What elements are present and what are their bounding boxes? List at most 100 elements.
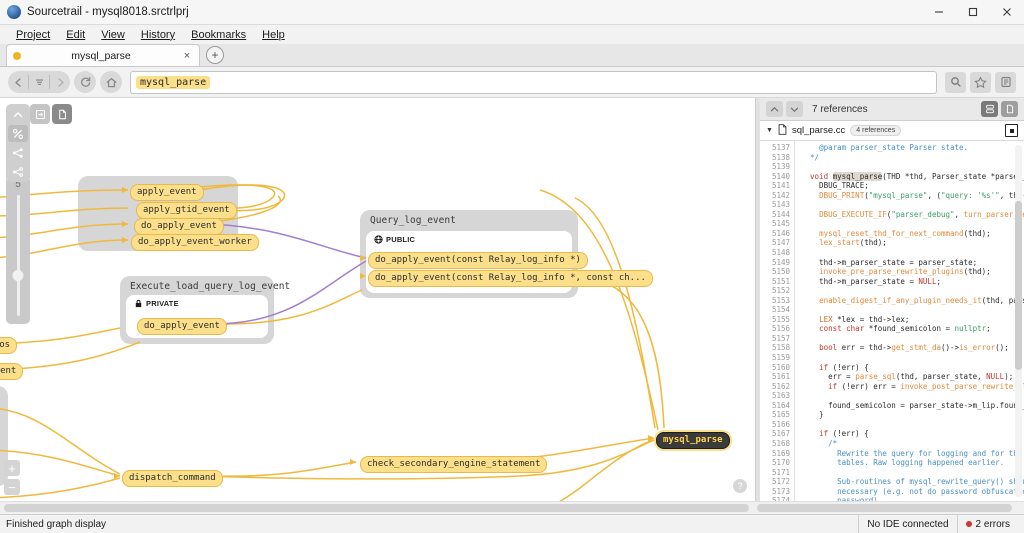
- access-private-label: PRIVATE: [126, 295, 268, 308]
- tab-bar: mysql_parse × +: [0, 44, 1024, 67]
- tab-status-dot: [13, 51, 21, 60]
- error-count-label: 2 errors: [975, 518, 1010, 530]
- refresh-icon[interactable]: [74, 71, 96, 93]
- graph-node-mysql-parse-active[interactable]: mysql_parse: [656, 432, 730, 449]
- percent-graph-icon[interactable]: [8, 125, 28, 142]
- graph-node-execute-load-do-apply-event[interactable]: do_apply_event: [137, 318, 227, 335]
- code-line: necessary (e.g. not do password obfuscat…: [837, 486, 1024, 496]
- line-number: 5158: [771, 343, 790, 353]
- zoom-out-button[interactable]: −: [4, 479, 20, 495]
- code-line: LEX *lex = thd->lex;: [819, 314, 910, 324]
- line-number: 5161: [771, 372, 790, 382]
- graph-node-query-do-apply-event-2[interactable]: do_apply_event(const Relay_log_info *, c…: [368, 270, 653, 287]
- code-line: [801, 334, 1024, 344]
- code-line: lex_start(thd);: [819, 238, 887, 248]
- code-line: invoke_pre_parse_rewrite_plugins(thd);: [819, 267, 991, 277]
- chevron-down-icon[interactable]: ▼: [766, 127, 773, 134]
- ide-status[interactable]: No IDE connected: [858, 515, 956, 533]
- search-token-mysql-parse[interactable]: mysql_parse: [136, 75, 211, 89]
- graph-node-check-secondary-engine-statement[interactable]: check_secondary_engine_statement: [360, 456, 548, 473]
- graph-node-apply-event[interactable]: apply_event: [130, 184, 204, 201]
- graph-view-toggle-group: [30, 104, 72, 124]
- close-icon[interactable]: [990, 0, 1024, 24]
- line-number: 5169: [771, 448, 790, 458]
- code-line: [801, 391, 1024, 401]
- maximize-icon[interactable]: [956, 0, 990, 24]
- graph-node-query-do-apply-event-1[interactable]: do_apply_event(const Relay_log_info *): [368, 252, 588, 269]
- line-number: 5156: [771, 324, 790, 334]
- chevron-up-icon[interactable]: [8, 106, 28, 123]
- access-public-text: PUBLIC: [386, 235, 416, 244]
- code-line: if (!err) err = invoke_post_parse_rewrit…: [828, 381, 1024, 391]
- references-count-label: 7 references: [812, 103, 868, 115]
- code-line: tables. Raw logging happened earlier.: [837, 458, 1005, 468]
- history-icon[interactable]: [29, 71, 49, 93]
- code-line: [801, 248, 1024, 258]
- graph-node-apply-gtid-event[interactable]: apply_gtid_event: [136, 202, 237, 219]
- graph-horizontal-scrollbar[interactable]: [4, 504, 749, 512]
- home-icon[interactable]: [100, 71, 122, 93]
- chevron-down-icon[interactable]: [786, 101, 803, 117]
- code-line: found_semicolon = parser_state->m_lip.fo…: [828, 400, 1024, 410]
- menu-history[interactable]: History: [133, 29, 183, 41]
- graph-view[interactable]: apply_event apply_gtid_event do_apply_ev…: [0, 98, 756, 501]
- search-input[interactable]: mysql_parse: [130, 70, 937, 94]
- code-line: }: [801, 410, 824, 420]
- chevron-up-icon[interactable]: [766, 101, 783, 117]
- code-line: [801, 286, 1024, 296]
- code-horizontal-scrollbar[interactable]: [757, 504, 1012, 512]
- zoom-in-button[interactable]: +: [4, 460, 20, 476]
- pane-splitter[interactable]: [756, 98, 760, 501]
- code-vertical-scrollbar[interactable]: [1015, 145, 1022, 497]
- search-icon[interactable]: [945, 71, 966, 93]
- error-status[interactable]: 2 errors: [956, 515, 1018, 533]
- minimize-icon[interactable]: [922, 0, 956, 24]
- graph-node-do-apply-event-worker[interactable]: do_apply_event_worker: [131, 234, 259, 251]
- code-line: @param parser_state Parser state.: [819, 143, 969, 152]
- code-view: 7 references ▼ sql_parse.cc 4 references: [760, 98, 1024, 501]
- graph-node-label: e_pos: [0, 340, 11, 350]
- graph-depth-value: 5: [15, 179, 21, 190]
- graph-depth-slider[interactable]: 5: [6, 176, 30, 324]
- list-snippet-icon[interactable]: [981, 101, 998, 117]
- menu-bookmarks-label: Bookmarks: [191, 28, 247, 41]
- graph-help-button[interactable]: ?: [733, 479, 747, 493]
- code-line: err = parse_sql(thd, parser_state, NULL)…: [801, 372, 1014, 382]
- graph-node-e-pos[interactable]: e_pos: [0, 337, 18, 354]
- depth-slider-knob[interactable]: [12, 270, 24, 282]
- list-view-icon[interactable]: [30, 104, 50, 124]
- file-view-icon[interactable]: [52, 104, 72, 124]
- graph-node-tatement[interactable]: tatement: [0, 363, 24, 380]
- menu-project[interactable]: Project: [8, 29, 58, 41]
- code-line: void mysql_parse(THD *thd, Parser_state …: [810, 171, 1024, 181]
- code-line: enable_digest_if_any_plugin_needs_it(thd…: [819, 295, 1024, 305]
- line-number: 5159: [771, 353, 790, 363]
- line-number: 5160: [771, 362, 790, 372]
- line-number: 5170: [771, 458, 790, 468]
- menu-bookmarks[interactable]: Bookmarks: [183, 29, 254, 41]
- bookmark-list-icon[interactable]: [995, 71, 1016, 93]
- hierarchy-icon[interactable]: [8, 144, 28, 161]
- tab-mysql-parse[interactable]: mysql_parse ×: [6, 44, 200, 66]
- network-icon[interactable]: [8, 163, 28, 180]
- menu-help[interactable]: Help: [254, 29, 293, 41]
- new-tab-button[interactable]: +: [206, 46, 224, 64]
- forward-icon[interactable]: [50, 71, 70, 93]
- graph-node-dispatch-command[interactable]: dispatch_command: [122, 470, 223, 487]
- line-number: 5164: [771, 400, 790, 410]
- depth-slider-track[interactable]: [12, 195, 24, 316]
- menu-view[interactable]: View: [93, 29, 133, 41]
- menu-edit-label: Edit: [66, 28, 86, 41]
- full-file-icon[interactable]: [1001, 101, 1018, 117]
- graph-node-do-apply-event[interactable]: do_apply_event: [134, 218, 224, 235]
- file-header[interactable]: ▼ sql_parse.cc 4 references: [760, 121, 1024, 141]
- code-line: [801, 219, 1024, 229]
- tab-close-icon[interactable]: ×: [183, 49, 191, 62]
- source-code-lines[interactable]: @param parser_state Parser state. */ voi…: [795, 141, 1024, 501]
- back-icon[interactable]: [8, 71, 28, 93]
- bookmark-star-icon[interactable]: [970, 71, 991, 93]
- line-number: 5171: [771, 467, 790, 477]
- maximize-snippet-icon[interactable]: [1005, 124, 1018, 137]
- menu-edit[interactable]: Edit: [58, 29, 93, 41]
